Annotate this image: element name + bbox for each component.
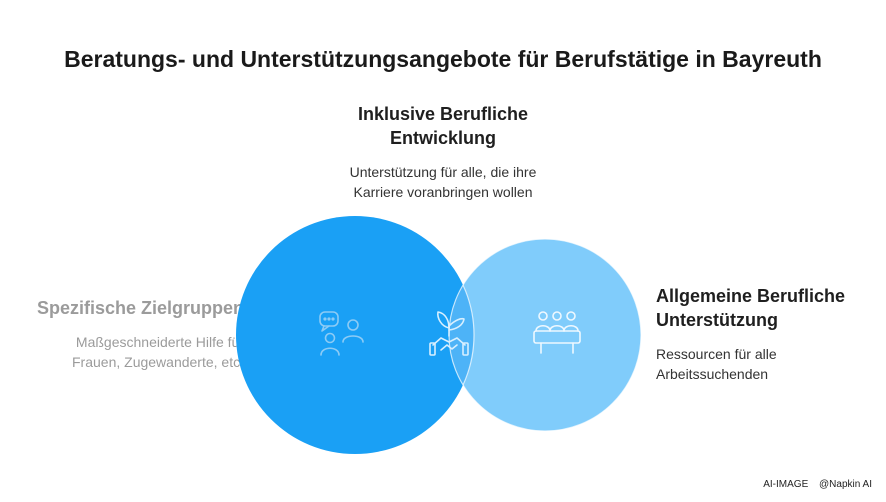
top-label-description: Unterstützung für alle, die ihre Karrier… — [349, 164, 537, 200]
people-chat-icon — [319, 311, 364, 356]
intersection-outline-left — [449, 239, 475, 431]
footer-credits: AI-IMAGE @Napkin AI — [755, 479, 872, 490]
left-circle — [236, 216, 474, 454]
right-label-group: Allgemeine Berufliche Unterstützung Ress… — [656, 284, 876, 384]
left-label-group: Spezifische Zielgruppen Maßgeschneiderte… — [10, 296, 244, 372]
page-title: Beratungs- und Unterstützungsangebote fü… — [64, 46, 822, 72]
right-label-description: Ressourcen für alle Arbeitssuchenden — [656, 346, 777, 382]
right-circle — [449, 239, 641, 431]
right-label-title: Allgemeine Berufliche Unterstützung — [656, 286, 846, 330]
handshake-plant-icon — [429, 311, 469, 356]
footer-brand-napkin: @Napkin AI — [819, 479, 872, 490]
footer-brand-ai-image: AI-IMAGE — [763, 479, 809, 490]
left-label-title: Spezifische Zielgruppen — [36, 298, 244, 318]
top-label-title: Inklusive Berufliche Entwicklung — [357, 104, 529, 148]
left-label-description: Maßgeschneiderte Hilfe für Frauen, Zugew… — [72, 334, 244, 370]
top-label-group: Inklusive Berufliche Entwicklung Unterst… — [318, 102, 568, 202]
group-meeting-icon — [533, 311, 581, 354]
